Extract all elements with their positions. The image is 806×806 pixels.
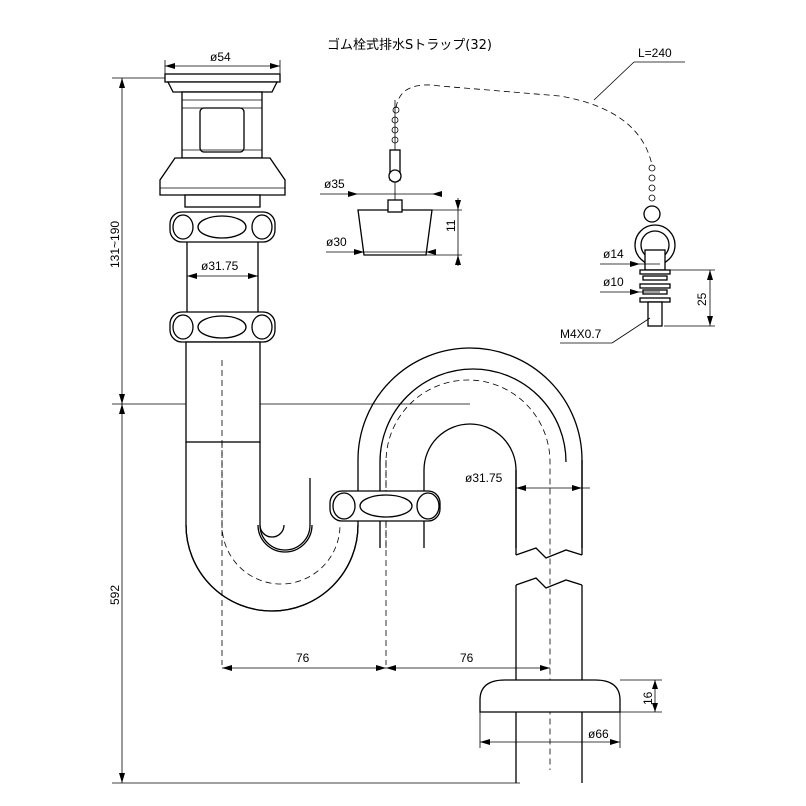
rubber-stopper xyxy=(320,100,462,266)
drain-flange xyxy=(159,60,286,443)
bolt-length-label: 25 xyxy=(695,292,709,306)
bolt-spec-label: M4X0.7 xyxy=(560,327,602,341)
chain xyxy=(395,61,685,202)
ring-and-bolt xyxy=(560,205,715,344)
washer-diameter-label: ø10 xyxy=(603,275,624,289)
flange-diameter-label: ø54 xyxy=(210,50,231,64)
escutcheon xyxy=(479,679,662,748)
height-dimension-lines xyxy=(112,77,520,784)
escutcheon-height-label: 16 xyxy=(641,691,655,705)
stopper-bottom-diameter-label: ø30 xyxy=(326,235,347,249)
overall-height-label: 131~190 xyxy=(108,221,122,268)
escutcheon-diameter-label: ø66 xyxy=(588,727,609,741)
s-trap-bend xyxy=(185,347,583,770)
stopper-top-diameter-label: ø35 xyxy=(324,177,345,191)
upper-pipe-diameter-label: ø31.75 xyxy=(201,259,239,273)
drawing-title: ゴム栓式排水Sトラップ(32) xyxy=(327,37,492,53)
right-offset-label: 76 xyxy=(460,651,474,665)
offset-dimensions xyxy=(222,665,550,671)
stopper-height-label: 11 xyxy=(444,219,458,232)
chain-length-label: L=240 xyxy=(638,46,672,60)
outlet-pipe xyxy=(515,460,590,783)
trap-pipe-diameter-label: ø31.75 xyxy=(465,471,503,485)
trap-height-label: 592 xyxy=(108,585,122,605)
ring-diameter-label: ø14 xyxy=(603,247,624,261)
left-offset-label: 76 xyxy=(296,651,310,665)
